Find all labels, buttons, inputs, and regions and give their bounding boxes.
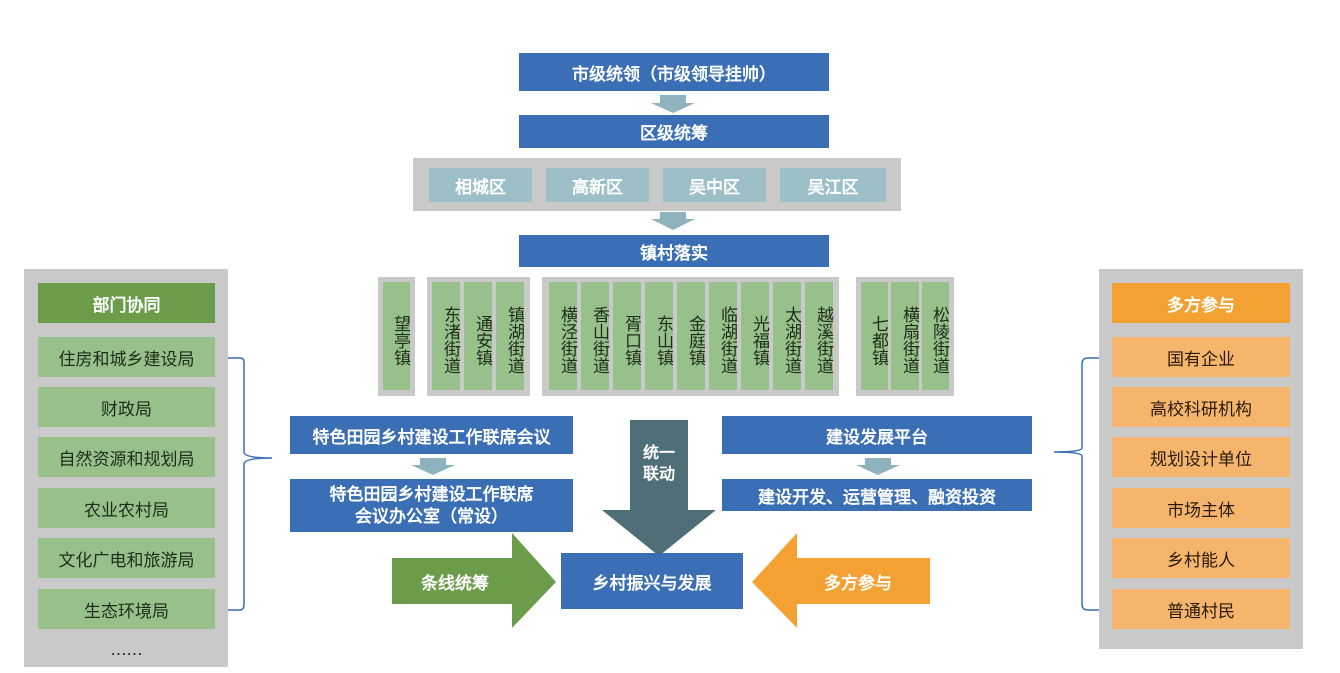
department-item: 住房和城乡建设局 [38, 337, 215, 377]
meeting-office-box: 特色田园乡村建设工作联席 会议办公室（常设） [290, 479, 573, 532]
town-item: 通安镇 [464, 282, 492, 390]
town-item: 镇湖街道 [496, 282, 524, 390]
department-more: …… [110, 639, 143, 659]
platform-box: 建设发展平台 [722, 416, 1032, 454]
town-level-label: 镇村落实 [640, 243, 708, 264]
district-gaoxin: 高新区 [546, 168, 649, 202]
coordination-label: 条线统筹 [421, 573, 489, 594]
district-xiangcheng: 相城区 [429, 168, 532, 202]
goal-label: 乡村振兴与发展 [592, 573, 712, 594]
down-arrow-4 [856, 458, 900, 475]
town-item: 松陵街道 [922, 282, 949, 390]
linkage-label: 统一 联动 [642, 443, 675, 483]
participant-item: 国有企业 [1112, 337, 1290, 377]
department-item: 生态环境局 [38, 589, 215, 629]
department-item: 农业农村局 [38, 488, 215, 528]
meeting-office-line2: 会议办公室（常设） [355, 506, 508, 527]
meeting-office-line1: 特色田园乡村建设工作联席 [329, 484, 534, 505]
participation-arrow [752, 533, 930, 628]
participation-panel-title: 多方参与 [1112, 283, 1290, 323]
participant-item: 乡村能人 [1112, 538, 1290, 578]
city-level-label: 市级统领（市级领导挂帅） [572, 64, 776, 85]
district-level-label: 区级统筹 [640, 124, 708, 144]
joint-meeting-label: 特色田园乡村建设工作联席会议 [312, 427, 551, 448]
participation-label: 多方参与 [824, 573, 892, 594]
department-item: 财政局 [38, 387, 215, 427]
participant-item: 规划设计单位 [1112, 437, 1290, 477]
town-item: 望亭镇 [383, 282, 410, 390]
linkage-arrow [602, 420, 716, 556]
town-item: 横泾街道 [549, 282, 577, 390]
town-item: 胥口镇 [613, 282, 641, 390]
town-item: 越溪街道 [805, 282, 833, 390]
department-item: 文化广电和旅游局 [38, 538, 215, 578]
district-wuzhong: 吴中区 [663, 168, 766, 202]
down-arrow-2 [651, 212, 695, 230]
town-item: 光福镇 [741, 282, 769, 390]
department-panel-title: 部门协同 [38, 283, 215, 323]
participant-item: 高校科研机构 [1112, 387, 1290, 427]
down-arrow-3 [411, 458, 455, 475]
town-item: 临湖街道 [709, 282, 737, 390]
town-item: 香山街道 [581, 282, 609, 390]
district-wujiang: 吴江区 [780, 168, 886, 202]
town-level-box: 镇村落实 [519, 235, 829, 267]
joint-meeting-box: 特色田园乡村建设工作联席会议 [290, 416, 573, 454]
town-item: 七都镇 [861, 282, 888, 390]
goal-box: 乡村振兴与发展 [561, 553, 743, 609]
city-level-box: 市级统领（市级领导挂帅） [519, 53, 829, 91]
platform-sub-label: 建设开发、运营管理、融资投资 [758, 487, 996, 508]
town-item: 太湖街道 [773, 282, 801, 390]
town-item: 横扇街道 [891, 282, 919, 390]
town-item: 东渚街道 [432, 282, 460, 390]
participant-item: 市场主体 [1112, 488, 1290, 528]
department-item: 自然资源和规划局 [38, 437, 215, 477]
right-bracket [1053, 357, 1110, 611]
platform-label: 建设发展平台 [826, 427, 928, 448]
participant-item: 普通村民 [1112, 589, 1290, 629]
left-bracket [218, 357, 273, 611]
district-level-box: 区级统筹 [519, 115, 829, 148]
town-item: 东山镇 [645, 282, 673, 390]
platform-sub-box: 建设开发、运营管理、融资投资 [722, 479, 1032, 511]
coordination-arrow [392, 533, 556, 628]
town-item: 金庭镇 [677, 282, 705, 390]
down-arrow-1 [651, 95, 695, 113]
